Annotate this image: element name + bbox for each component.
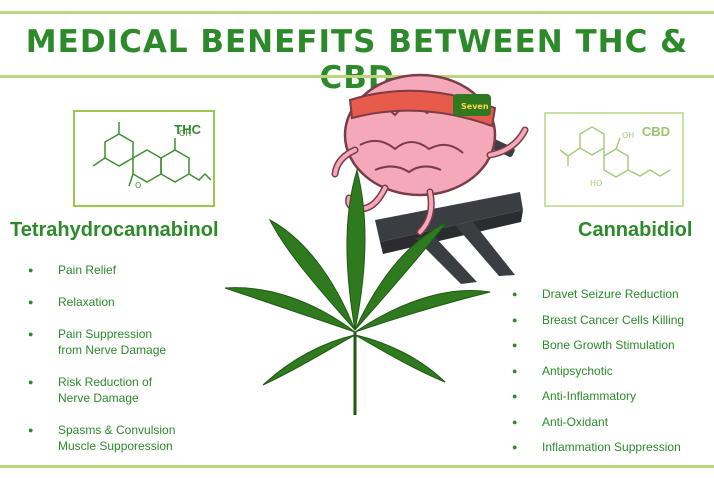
list-item: Bone Growth Stimulation bbox=[512, 337, 684, 353]
page-title: MEDICAL BENEFITS BETWEEN THC & CBD bbox=[25, 24, 689, 96]
cbd-molecule-icon: OH HO bbox=[559, 126, 671, 188]
thc-benefits-list: Pain Relief Relaxation Pain Suppression f… bbox=[28, 262, 176, 470]
thc-molecule-card: THC OH O bbox=[73, 110, 215, 207]
list-item: Pain Relief bbox=[28, 262, 175, 278]
title-rule bbox=[0, 75, 714, 78]
cbd-label: CBD bbox=[641, 124, 670, 139]
list-item: Risk Reduction of Nerve Damage bbox=[28, 374, 175, 406]
list-item-line: Pain Relief bbox=[58, 263, 117, 277]
headband-logo: Seven bbox=[461, 102, 489, 111]
thc-label: THC bbox=[174, 122, 201, 137]
list-item: Dravet Seizure Reduction bbox=[512, 286, 684, 302]
bottom-rule bbox=[0, 465, 714, 468]
top-rule bbox=[0, 11, 714, 14]
cbd-molecule-card: CBD OH HO bbox=[544, 112, 684, 207]
thc-oh-label: OH bbox=[179, 129, 191, 138]
cbd-ho-label: HO bbox=[590, 179, 602, 188]
list-item-line: Spasms & Convulsion bbox=[58, 423, 176, 437]
list-item-line: Pain Suppression bbox=[58, 327, 153, 341]
list-item: Inflammation Suppression bbox=[512, 439, 684, 455]
thc-o-label: O bbox=[135, 181, 141, 190]
list-item-line: Nerve Damage bbox=[58, 391, 139, 405]
cbd-benefits-list: Dravet Seizure Reduction Breast Cancer C… bbox=[512, 286, 684, 465]
list-item-line: Risk Reduction of bbox=[58, 375, 153, 389]
thc-full-name: Tetrahydrocannabinol bbox=[10, 219, 219, 241]
list-item: Pain Suppression from Nerve Damage bbox=[28, 326, 175, 358]
brain-character: Seven bbox=[331, 73, 529, 236]
list-item-line: from Nerve Damage bbox=[58, 343, 167, 357]
brain-on-treadmill-illustration: Seven bbox=[224, 73, 529, 415]
list-item: Breast Cancer Cells Killing bbox=[512, 312, 684, 328]
cbd-oh-label: OH bbox=[622, 131, 634, 140]
list-item: Anti-Oxidant bbox=[512, 414, 684, 430]
cbd-full-name: Cannabidiol bbox=[578, 219, 693, 241]
list-item: Anti-Inflammatory bbox=[512, 388, 684, 404]
list-item: Relaxation bbox=[28, 294, 175, 310]
list-item: Antipsychotic bbox=[512, 363, 684, 379]
cannabis-leaf-icon bbox=[224, 168, 491, 415]
list-item-line: Muscle Supporession bbox=[58, 439, 173, 453]
list-item-line: Relaxation bbox=[58, 295, 115, 309]
thc-molecule-icon: OH O bbox=[92, 122, 212, 190]
